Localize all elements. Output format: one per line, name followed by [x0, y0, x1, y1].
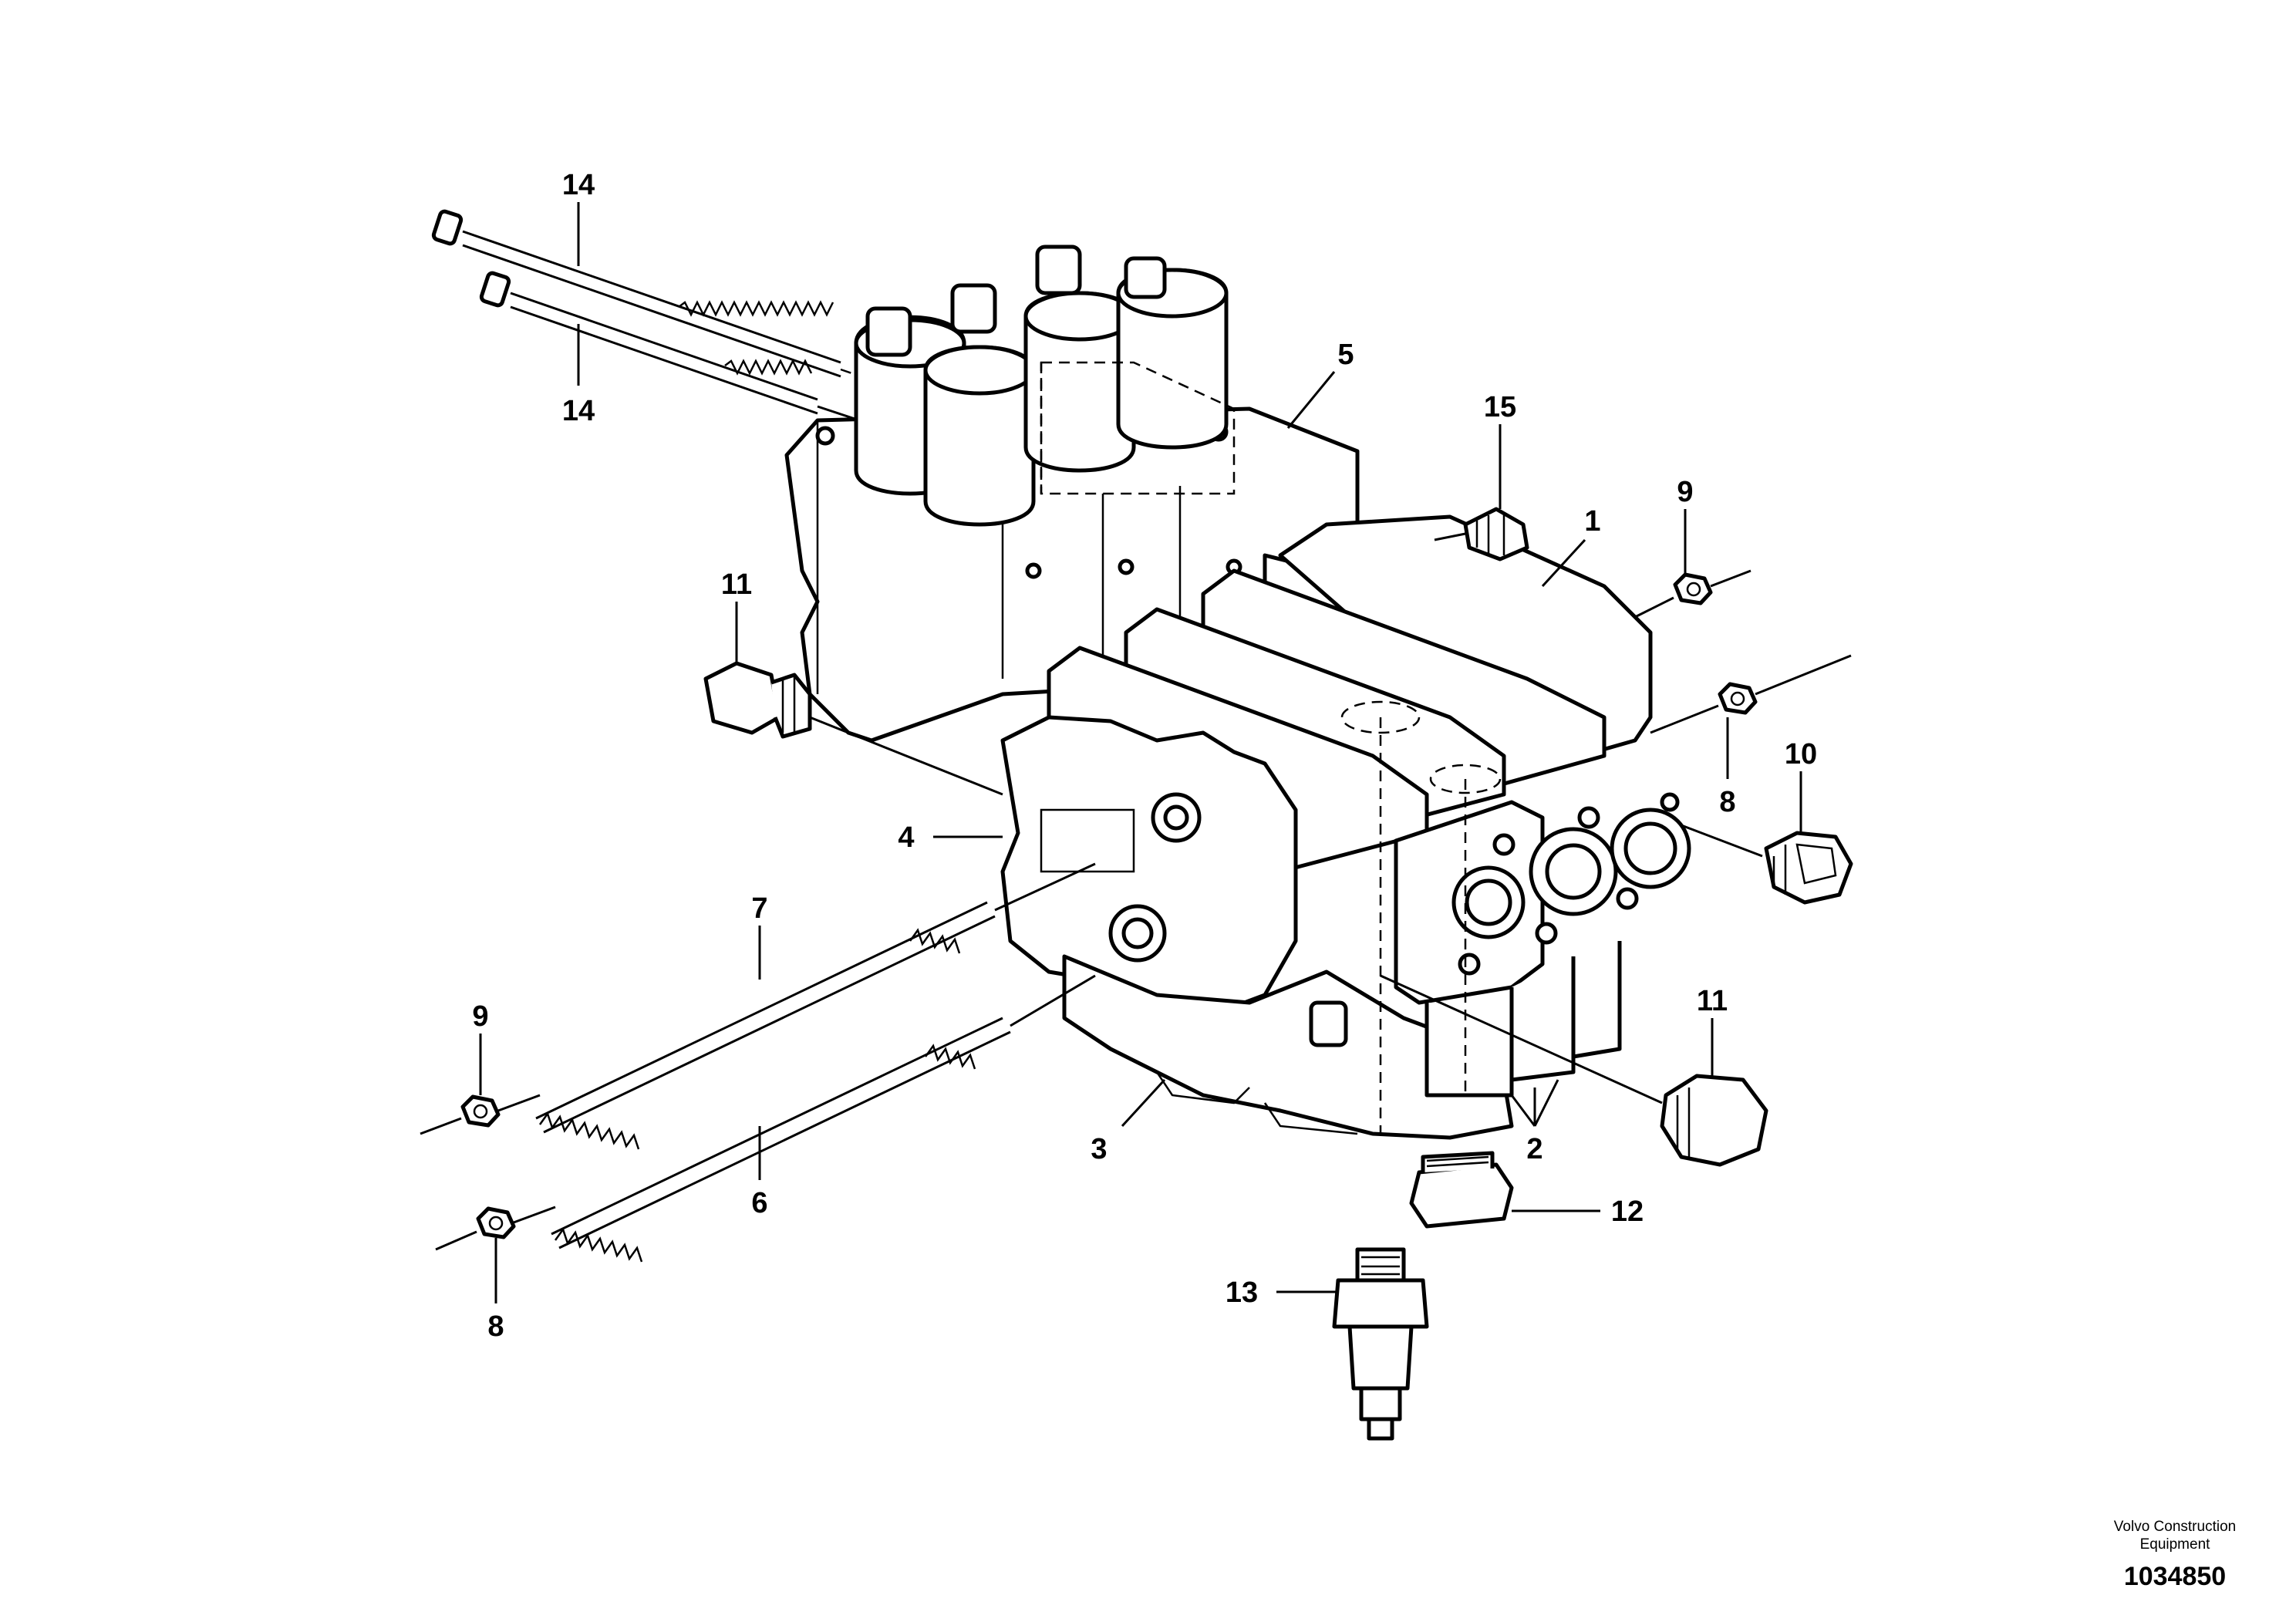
- callout-11-upper: 11: [721, 568, 752, 601]
- part-7-stud: [535, 862, 1096, 1150]
- part-6-stud: [551, 974, 1096, 1263]
- callout-4: 4: [898, 821, 914, 854]
- company-line-2: Equipment: [2140, 1536, 2211, 1553]
- document-number: 1034850: [2124, 1562, 2226, 1591]
- callout-8-lower: 8: [487, 1310, 504, 1343]
- callout-9-upper: 9: [1677, 476, 1693, 508]
- part-8-nut-upper: [1650, 654, 1852, 734]
- callout-11-lower: 11: [1697, 985, 1728, 1017]
- callout-labels: 14 14 5 15 1 9 11 8 10 4 7 11 9 2 3 6 12…: [472, 169, 1817, 1343]
- part-9-nut-lower: [420, 1094, 541, 1135]
- callout-10: 10: [1785, 738, 1817, 771]
- callout-8-upper: 8: [1719, 786, 1735, 818]
- part-10-plug: [1681, 824, 1853, 905]
- callout-13: 13: [1226, 1276, 1258, 1309]
- callout-14-upper: 14: [562, 169, 595, 201]
- part-8-nut-lower: [435, 1206, 556, 1251]
- part-11-plug-right: [1380, 974, 1768, 1167]
- callout-5: 5: [1337, 339, 1354, 371]
- callout-6: 6: [751, 1187, 767, 1219]
- callout-7: 7: [751, 892, 767, 925]
- callout-15: 15: [1484, 391, 1516, 423]
- part-9-nut-upper: [1634, 569, 1752, 619]
- callout-9-lower: 9: [472, 1000, 488, 1033]
- part-13-sensor: [1332, 1247, 1429, 1441]
- callout-12: 12: [1611, 1195, 1644, 1228]
- leader-lines: [479, 202, 1802, 1303]
- callout-3: 3: [1091, 1133, 1107, 1165]
- valve-body: [784, 244, 1691, 1140]
- part-11-plug-left: [703, 661, 1003, 796]
- callout-14-lower: 14: [562, 395, 595, 427]
- company-line-1: Volvo Construction: [2114, 1519, 2236, 1535]
- part-15-plug: [1434, 507, 1529, 561]
- part-12-fitting: [1409, 1151, 1514, 1229]
- side-ports-part-2: [1394, 792, 1691, 1098]
- end-cap-part-4: [1000, 715, 1298, 1020]
- callout-2: 2: [1526, 1133, 1542, 1165]
- lower-housing-part-3: [1062, 954, 1514, 1140]
- footer-credit: Volvo Construction Equipment 1034850: [2114, 1519, 2236, 1591]
- callout-1: 1: [1584, 505, 1600, 538]
- solenoid-coils: [854, 244, 1229, 527]
